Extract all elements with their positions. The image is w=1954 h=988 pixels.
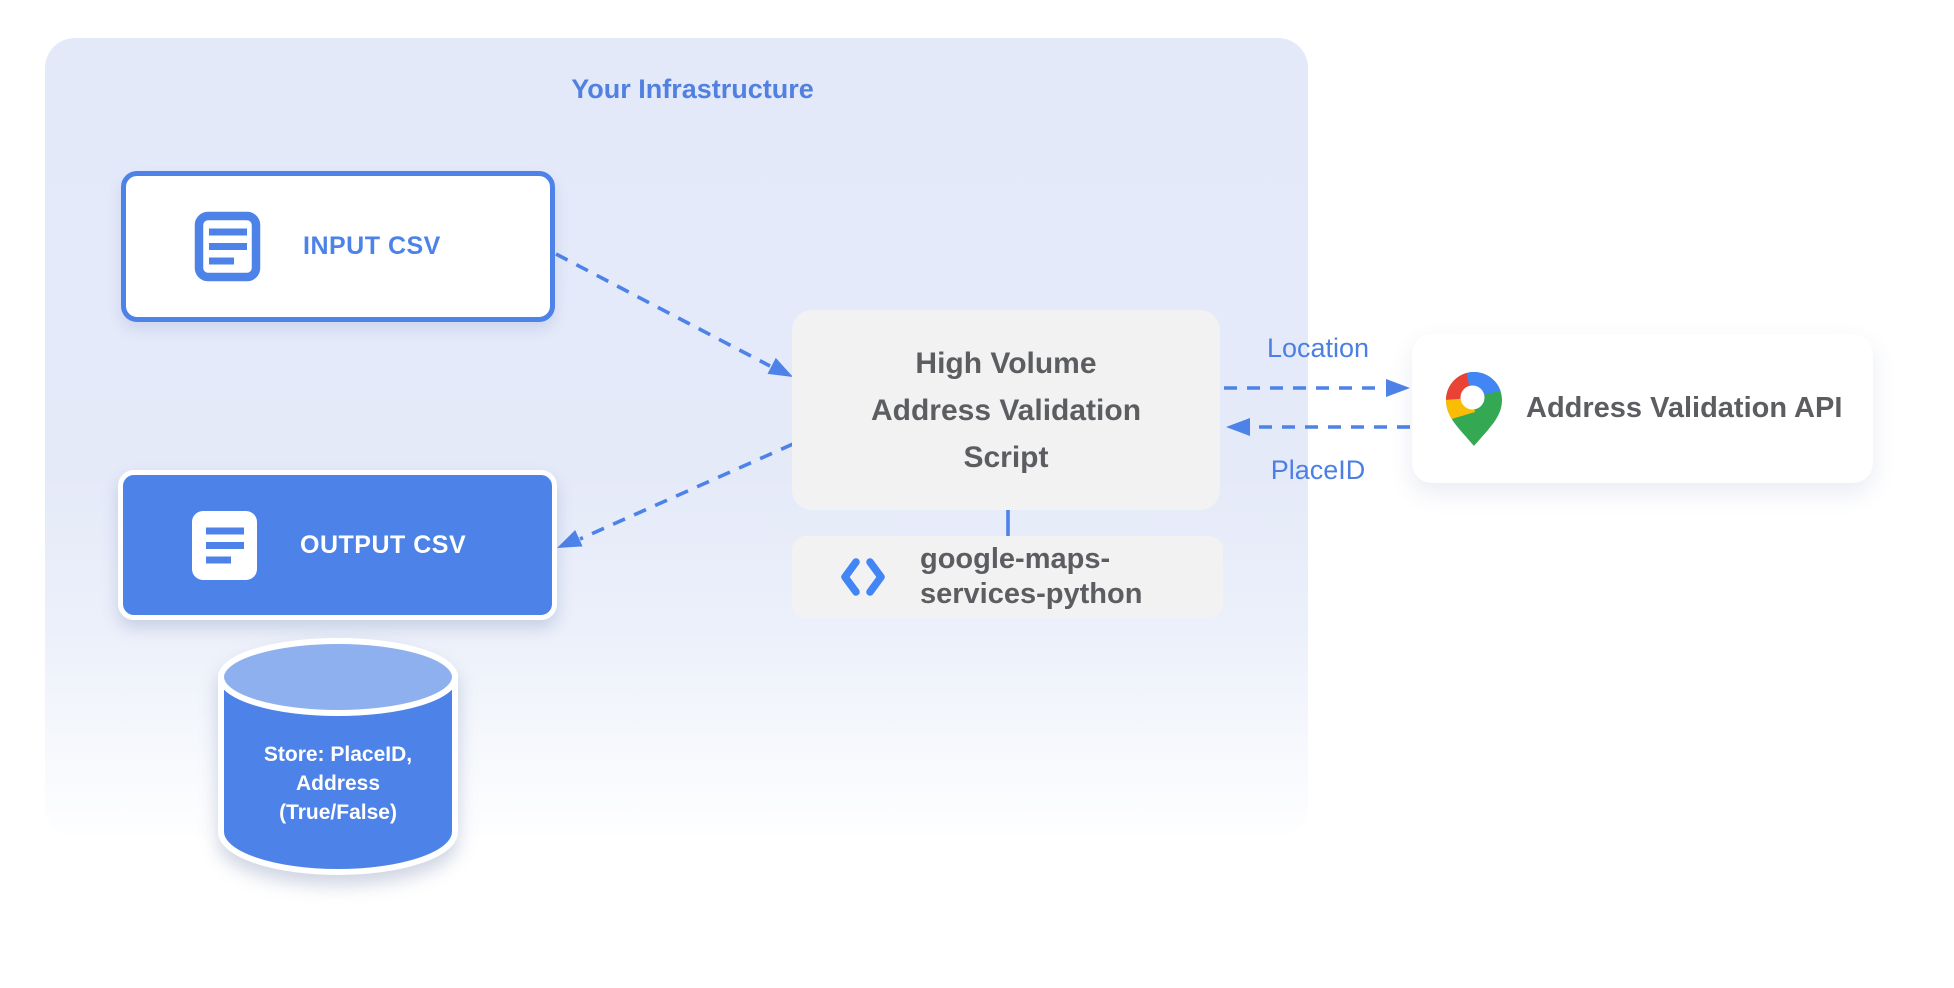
edge-label-placeid: PlaceID — [1270, 455, 1366, 485]
node-api: Address Validation API — [1412, 334, 1873, 483]
infrastructure-title: Your Infrastructure — [571, 74, 814, 104]
script-label: High Volume Address Validation Script — [870, 346, 1142, 474]
arrowhead-into-api — [1386, 379, 1410, 397]
document-icon — [194, 211, 261, 282]
library-label: google-maps- services-python — [920, 543, 1143, 610]
output-csv-label: OUTPUT CSV — [300, 530, 467, 559]
input-csv-label: INPUT CSV — [303, 232, 441, 260]
database-cylinder-icon — [218, 638, 458, 875]
node-output-csv: OUTPUT CSV — [118, 470, 557, 620]
node-input-csv: INPUT CSV — [121, 171, 555, 322]
node-library: google-maps- services-python — [792, 536, 1223, 618]
google-maps-pin-icon — [1446, 371, 1502, 446]
api-label: Address Validation API — [1526, 392, 1843, 424]
code-icon — [841, 558, 885, 596]
document-icon — [192, 510, 257, 580]
edge-label-location: Location — [1266, 333, 1370, 363]
node-script: High Volume Address Validation Script — [792, 310, 1220, 510]
datastore-label: Store: PlaceID, Address (True/False) — [263, 743, 413, 824]
node-datastore: Store: PlaceID, Address (True/False) — [215, 634, 461, 880]
